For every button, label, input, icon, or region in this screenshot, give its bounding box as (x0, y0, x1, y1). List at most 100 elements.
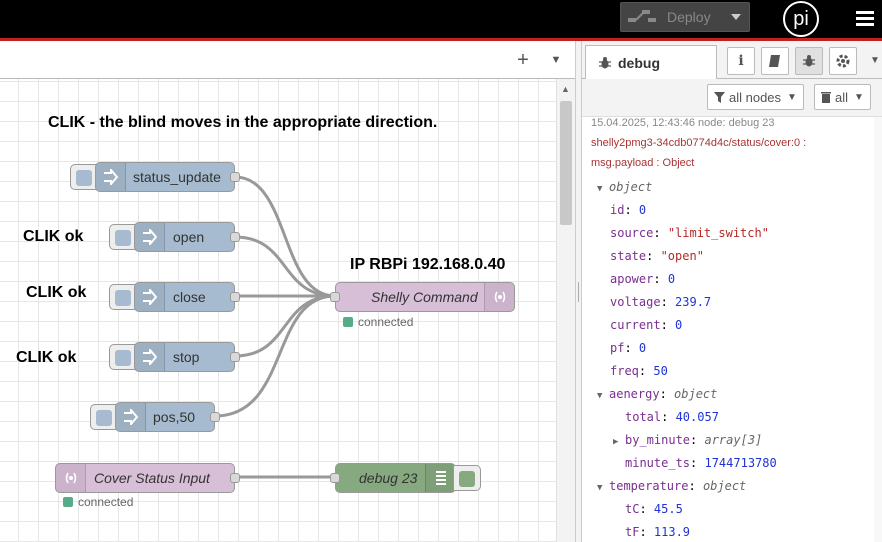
trash-icon (821, 92, 831, 103)
node-label: Cover Status Input (94, 470, 210, 486)
caret-down-icon: ▼ (597, 483, 603, 493)
deploy-label: Deploy (667, 9, 711, 25)
clear-label: all (835, 89, 849, 105)
comment-open-note[interactable]: CLIK ok (23, 228, 84, 245)
comment-ip-note[interactable]: IP RBPi 192.168.0.40 (350, 256, 506, 273)
object-row-current: current: 0 (610, 318, 683, 332)
status-text: connected (78, 495, 134, 509)
message-topic[interactable]: shelly2pmg3-34cdb0774d4c/status/cover:0 … (591, 137, 807, 149)
input-port[interactable] (330, 292, 340, 302)
filter-nodes-label: all nodes (729, 89, 782, 105)
flow-list-chevron-down-icon[interactable]: ▼ (550, 54, 562, 66)
user-avatar[interactable]: pi (783, 1, 819, 37)
scrollbar-thumb[interactable] (560, 101, 572, 225)
header-accent-line (0, 38, 882, 41)
book-icon (769, 55, 780, 67)
debug-messages[interactable]: 15.04.2025, 12:43:46 node: debug 23 shel… (582, 117, 882, 542)
arrow-in-icon (135, 343, 165, 371)
add-flow-icon[interactable]: + (517, 49, 529, 71)
node-label: open (173, 229, 205, 245)
object-row-source: source: "limit_switch" (610, 226, 769, 240)
inject-node-stop[interactable]: stop (134, 342, 240, 372)
object-row-tc: tC: 45.5 (625, 502, 683, 516)
object-row-id: id: 0 (610, 203, 647, 217)
sidebar: debug i ▼ all nodes ▼ (582, 41, 882, 542)
debug-node-debug23[interactable]: debug 23 (330, 463, 456, 493)
object-row-tf: tF: 113.9 (625, 525, 691, 539)
caret-down-icon: ▼ (597, 391, 603, 401)
flow-canvas[interactable]: CLIK - the blind moves in the appropriat… (0, 79, 556, 542)
wires (214, 175, 336, 479)
comment-stop-note[interactable]: CLIK ok (16, 349, 77, 366)
inject-node-pos50[interactable]: pos,50 (115, 402, 220, 432)
main-menu-icon[interactable] (855, 8, 875, 28)
output-port[interactable] (230, 292, 240, 302)
input-port[interactable] (330, 473, 340, 483)
config-tab-button[interactable] (829, 47, 857, 75)
filter-nodes-dropdown[interactable]: all nodes ▼ (707, 84, 804, 110)
arrow-in-icon (135, 283, 165, 311)
bug-icon (803, 55, 815, 67)
arrow-in-icon (96, 163, 126, 191)
filter-icon (714, 91, 725, 103)
more-tabs-chevron-down-icon[interactable]: ▼ (870, 55, 880, 66)
object-row-by-minute[interactable]: ▶by_minute: array[3] (613, 433, 763, 447)
mqtt-broadcast-icon (484, 283, 514, 311)
info-icon: i (738, 53, 744, 69)
inject-node-open[interactable]: open (134, 222, 240, 252)
output-port[interactable] (230, 352, 240, 362)
info-tab-button[interactable]: i (727, 47, 755, 75)
debug-toggle-button[interactable] (453, 465, 481, 491)
output-port[interactable] (210, 412, 220, 422)
object-row-temperature[interactable]: ▼temperature: object (597, 479, 747, 493)
mqtt-broadcast-icon (56, 464, 86, 492)
inject-node-close[interactable]: close (134, 282, 240, 312)
mqtt-out-node-shelly-command[interactable]: Shelly Command (330, 282, 515, 312)
status-indicator: connected (343, 315, 413, 329)
comment-title[interactable]: CLIK - the blind moves in the appropriat… (48, 114, 438, 131)
object-row-voltage: voltage: 239.7 (610, 295, 712, 309)
debug-toolbar: all nodes ▼ all ▼ (582, 79, 882, 117)
inject-node-status-update[interactable]: status_update (95, 162, 240, 192)
node-label: Shelly Command (371, 289, 478, 305)
deploy-menu-caret[interactable] (723, 3, 749, 31)
object-root[interactable]: ▼object (597, 180, 653, 194)
caret-down-icon: ▼ (597, 184, 603, 194)
node-label: stop (173, 349, 200, 365)
debug-list-icon (425, 464, 455, 492)
node-label: status_update (133, 169, 221, 185)
help-tab-button[interactable] (761, 47, 789, 75)
object-row-total: total: 40.057 (625, 410, 719, 424)
object-row-pf: pf: 0 (610, 341, 647, 355)
clear-messages-dropdown[interactable]: all ▼ (814, 84, 871, 110)
arrow-in-icon (135, 223, 165, 251)
object-row-freq: freq: 50 (610, 364, 668, 378)
tab-debug-label: debug (618, 55, 660, 71)
sidebar-splitter[interactable] (575, 41, 582, 542)
object-row-state: state: "open" (610, 249, 704, 263)
chevron-down-icon: ▼ (787, 91, 797, 103)
debug-tab-button[interactable] (795, 47, 823, 75)
mqtt-in-node-cover-status[interactable]: Cover Status Input (55, 463, 240, 493)
arrow-in-icon (116, 403, 146, 431)
object-row-minute-ts: minute_ts: 1744713780 (625, 456, 777, 470)
output-port[interactable] (230, 172, 240, 182)
output-port[interactable] (230, 473, 240, 483)
tab-debug[interactable]: debug (585, 45, 717, 80)
gear-icon (836, 54, 850, 68)
comment-close-note[interactable]: CLIK ok (26, 284, 87, 301)
debug-scrollbar[interactable] (874, 117, 882, 542)
object-row-aenergy[interactable]: ▼aenergy: object (597, 387, 718, 401)
workspace: + ▼ CLIK - the blind moves in the approp… (0, 41, 575, 542)
chevron-down-icon: ▼ (854, 91, 864, 103)
caret-right-icon: ▶ (613, 437, 619, 447)
node-label: debug 23 (359, 470, 418, 486)
workspace-tabbar: + ▼ (0, 41, 575, 79)
workspace-vertical-scrollbar[interactable]: ▲ (556, 79, 575, 542)
message-timestamp: 15.04.2025, 12:43:46 node: debug 23 (591, 117, 775, 129)
deploy-button[interactable]: Deploy (620, 2, 750, 32)
output-port[interactable] (230, 232, 240, 242)
scroll-up-icon[interactable]: ▲ (561, 84, 570, 94)
sidebar-tabbar: debug i ▼ (582, 41, 882, 80)
